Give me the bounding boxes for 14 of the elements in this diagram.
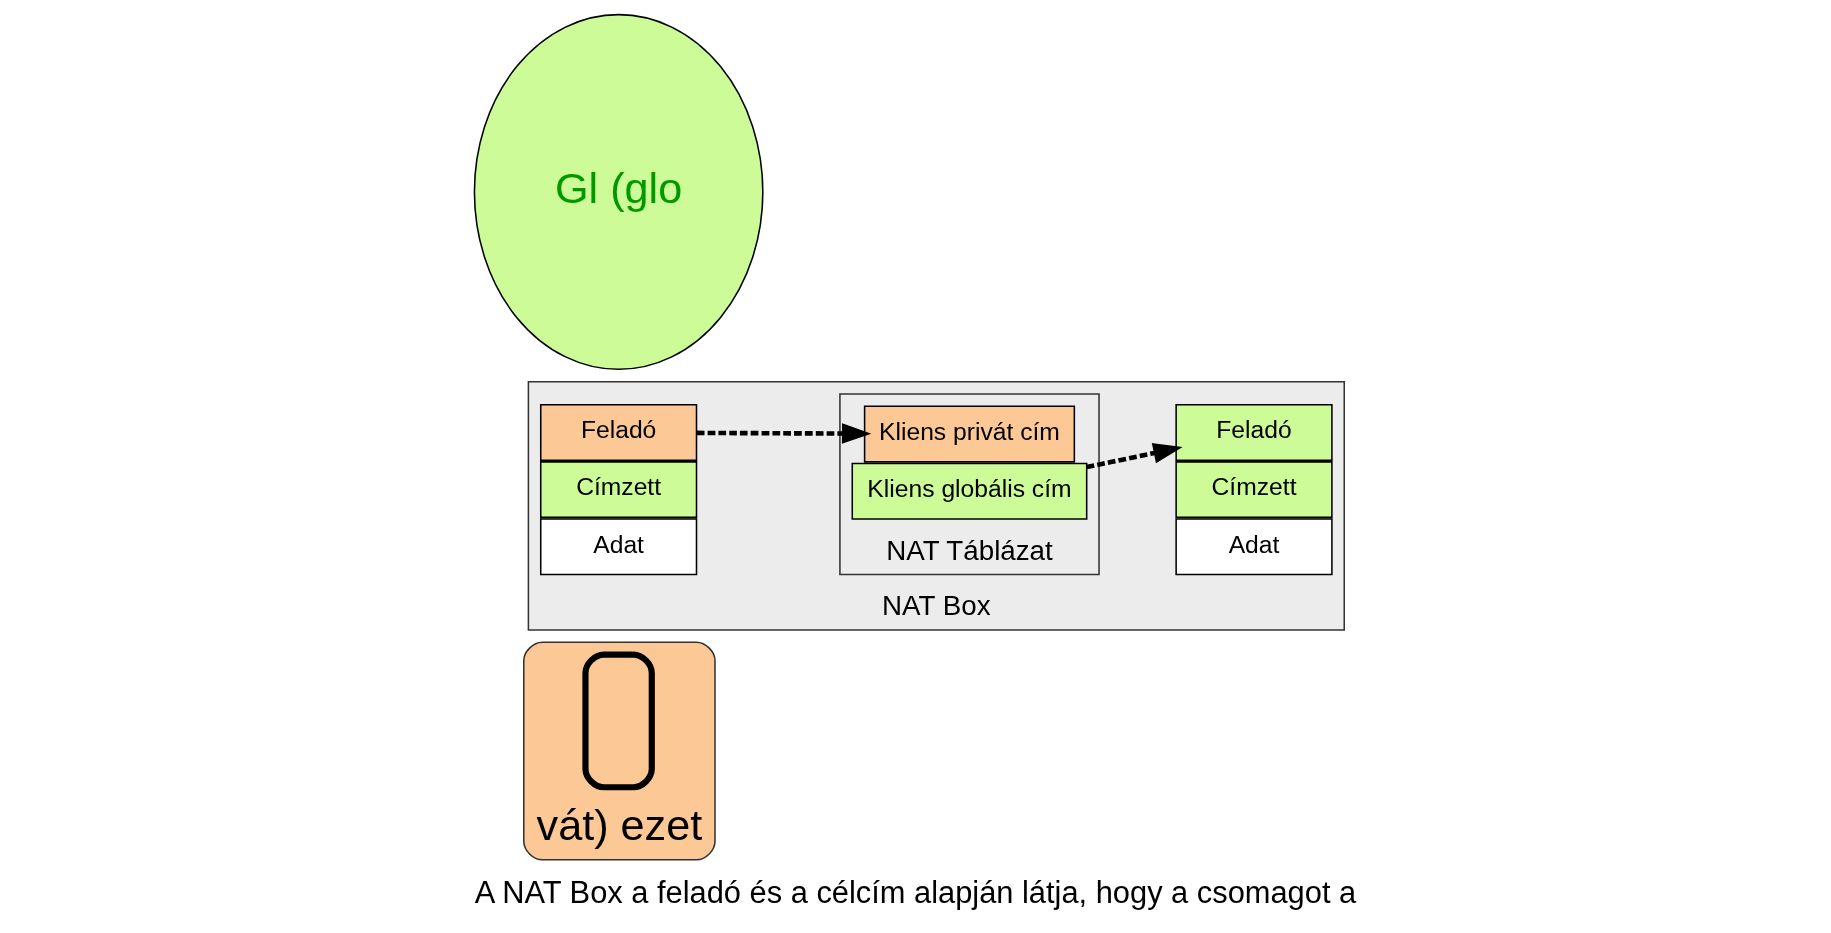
node-box: Feladó xyxy=(539,404,698,462)
node-box: Adat xyxy=(1175,518,1333,576)
node-ellipse: Gl (glo xyxy=(473,13,764,371)
cluster: vát) ezet xyxy=(523,641,716,861)
arrow xyxy=(696,423,872,444)
node-box: Címzett xyxy=(539,461,698,519)
node-box: Címzett xyxy=(1175,461,1333,519)
caption: A NAT Box a feladó és a célcím alapján látja, hogy a csomagot a xyxy=(474,874,1357,910)
node-box: Kliens privát cím xyxy=(863,405,1076,463)
arrow xyxy=(1086,443,1183,470)
node-box: Adat xyxy=(539,518,698,576)
node-box: Feladó xyxy=(1175,404,1333,462)
node-box: Kliens globális cím xyxy=(851,462,1088,520)
node-box xyxy=(582,651,655,791)
